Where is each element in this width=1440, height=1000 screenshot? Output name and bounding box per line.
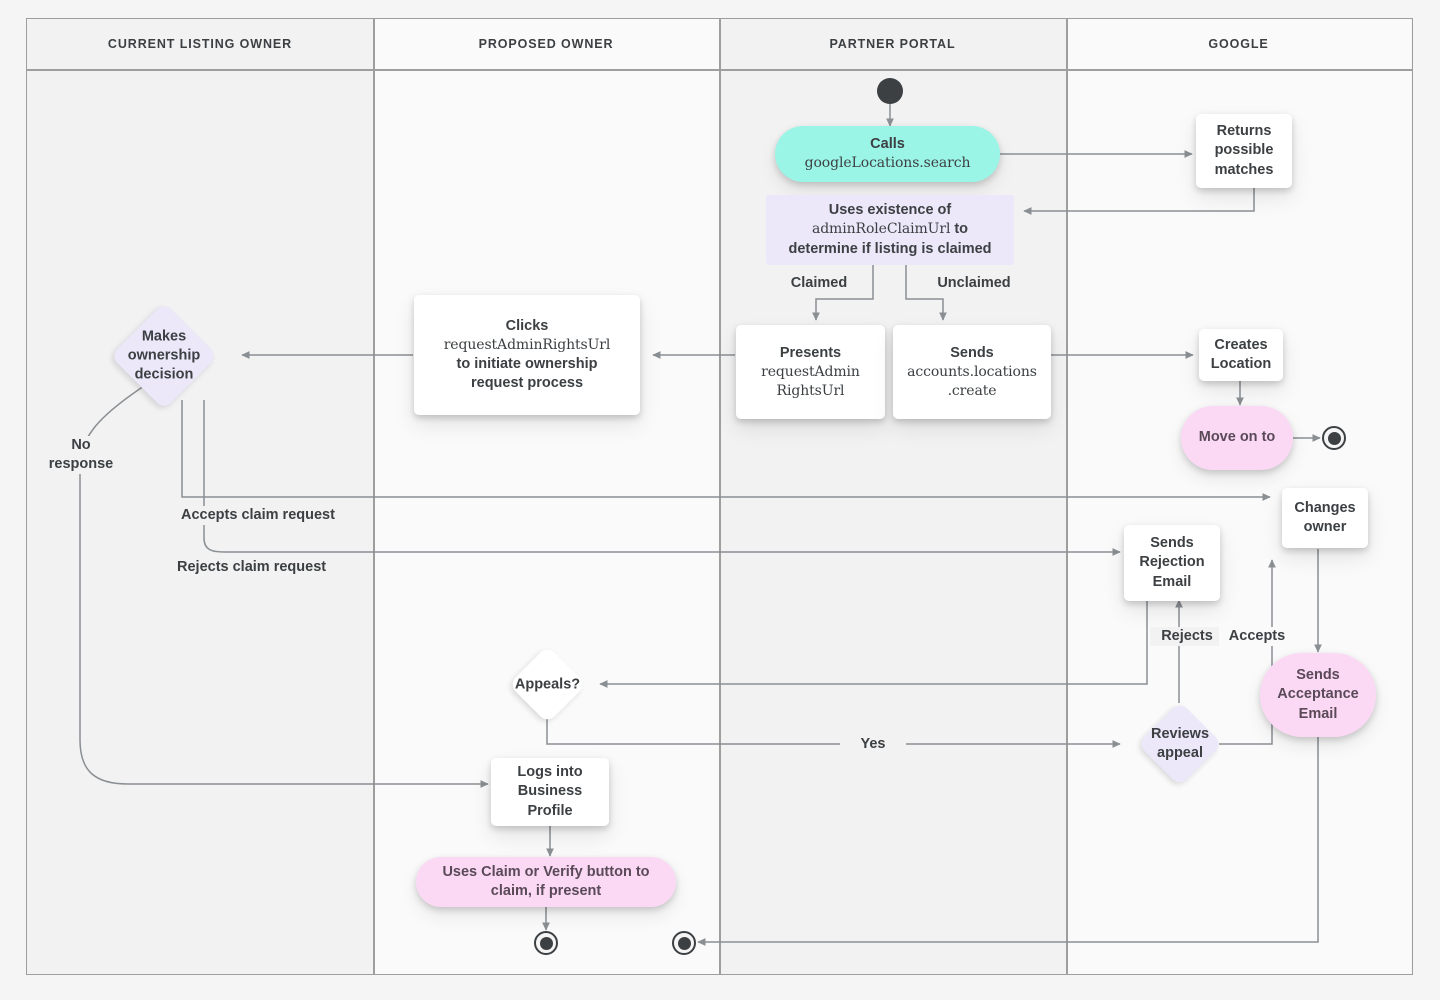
node-move-on-to[interactable]: Move on to	[1181, 406, 1293, 470]
lane-title-proposed-owner: PROPOSED OWNER	[478, 37, 614, 51]
lane-divider-3	[1066, 19, 1068, 974]
node-uses-claim-or-verify-button[interactable]: Uses Claim or Verify button to claim, if…	[416, 857, 676, 907]
node-sends-accounts-locations-create[interactable]: Sends accounts.locations .create	[893, 325, 1051, 419]
lane-title-partner-portal: PARTNER PORTAL	[829, 37, 956, 51]
uses-existence-line2-tail: to	[950, 221, 969, 238]
reviews-appeal-label: Reviews appeal	[1150, 726, 1210, 761]
start-marker	[877, 78, 903, 104]
node-sends-acceptance-email[interactable]: Sends Acceptance Email	[1260, 653, 1376, 737]
uses-existence-code: adminRoleClaimUrl	[811, 221, 951, 238]
node-sends-rejection-email[interactable]: Sends Rejection Email	[1124, 525, 1220, 601]
lane-column-current-listing-owner	[27, 19, 373, 974]
edge-label-rejects-claim-request: Rejects claim request	[174, 558, 356, 577]
edge-label-no-response: No response	[34, 436, 128, 474]
node-uses-existence-admin-role-claim-url: Uses existence of adminRoleClaimUrl to d…	[766, 195, 1014, 265]
node-returns-possible-matches[interactable]: Returns possible matches	[1196, 114, 1292, 188]
uses-claim-line1: Uses Claim or Verify button to	[442, 863, 650, 880]
node-clicks-request-admin-rights-url[interactable]: Clicks requestAdminRightsUrl to initiate…	[414, 295, 640, 415]
uses-claim-line2: claim, if present	[490, 883, 602, 899]
node-creates-location[interactable]: Creates Location	[1199, 329, 1283, 381]
presents-line1: Presents	[779, 344, 842, 361]
node-logs-into-business-profile[interactable]: Logs into Business Profile	[491, 758, 609, 826]
edge-label-accepts-claim-request: Accepts claim request	[178, 506, 360, 525]
edge-label-rejects: Rejects	[1150, 627, 1224, 646]
uses-existence-line3: determine if listing is claimed	[788, 240, 992, 257]
node-calls-line2: googleLocations.search	[804, 155, 971, 172]
lane-header-rule	[27, 69, 1412, 71]
clicks-line1: Clicks	[505, 318, 549, 335]
sends-create-line1: Sends	[950, 344, 994, 361]
appeals-label: Appeals?	[514, 676, 581, 693]
clicks-line4: request process	[470, 374, 584, 391]
clicks-line3: to initiate ownership	[456, 355, 598, 372]
end-marker-proposed-owner	[534, 931, 558, 955]
uses-existence-line1: Uses existence of	[828, 202, 952, 219]
presents-line2: requestAdmin	[761, 364, 860, 381]
edge-label-yes: Yes	[840, 735, 906, 754]
edge-label-accepts: Accepts	[1219, 627, 1295, 646]
sends-create-line3: .create	[947, 382, 997, 399]
node-appeals-decision[interactable]: Appeals?	[508, 645, 587, 724]
presents-line3: RightsUrl	[776, 382, 845, 399]
node-calls-line1: Calls	[870, 136, 905, 153]
lane-title-current-listing-owner: CURRENT LISTING OWNER	[107, 37, 293, 51]
sends-create-line2: accounts.locations	[907, 364, 1037, 381]
node-calls-google-locations-search[interactable]: Calls googleLocations.search	[775, 126, 1000, 182]
clicks-line2: requestAdminRightsUrl	[443, 337, 611, 354]
lane-divider-2	[719, 19, 721, 974]
decision-label: Makes ownership decision	[127, 328, 201, 383]
edge-label-claimed: Claimed	[778, 274, 860, 293]
node-presents-request-admin-rights-url[interactable]: Presents requestAdmin RightsUrl	[736, 325, 885, 419]
edge-label-unclaimed: Unclaimed	[920, 274, 1028, 293]
node-changes-owner[interactable]: Changes owner	[1282, 488, 1368, 548]
lane-title-google: GOOGLE	[1208, 37, 1269, 51]
lane-column-proposed-owner	[373, 19, 719, 974]
end-marker-partner-portal	[672, 931, 696, 955]
lane-divider-1	[373, 19, 375, 974]
node-makes-ownership-decision[interactable]: Makes ownership decision	[110, 302, 218, 410]
end-marker-google	[1322, 426, 1346, 450]
node-reviews-appeal[interactable]: Reviews appeal	[1137, 701, 1223, 787]
uses-existence-line2: adminRoleClaimUrl to	[812, 220, 968, 239]
